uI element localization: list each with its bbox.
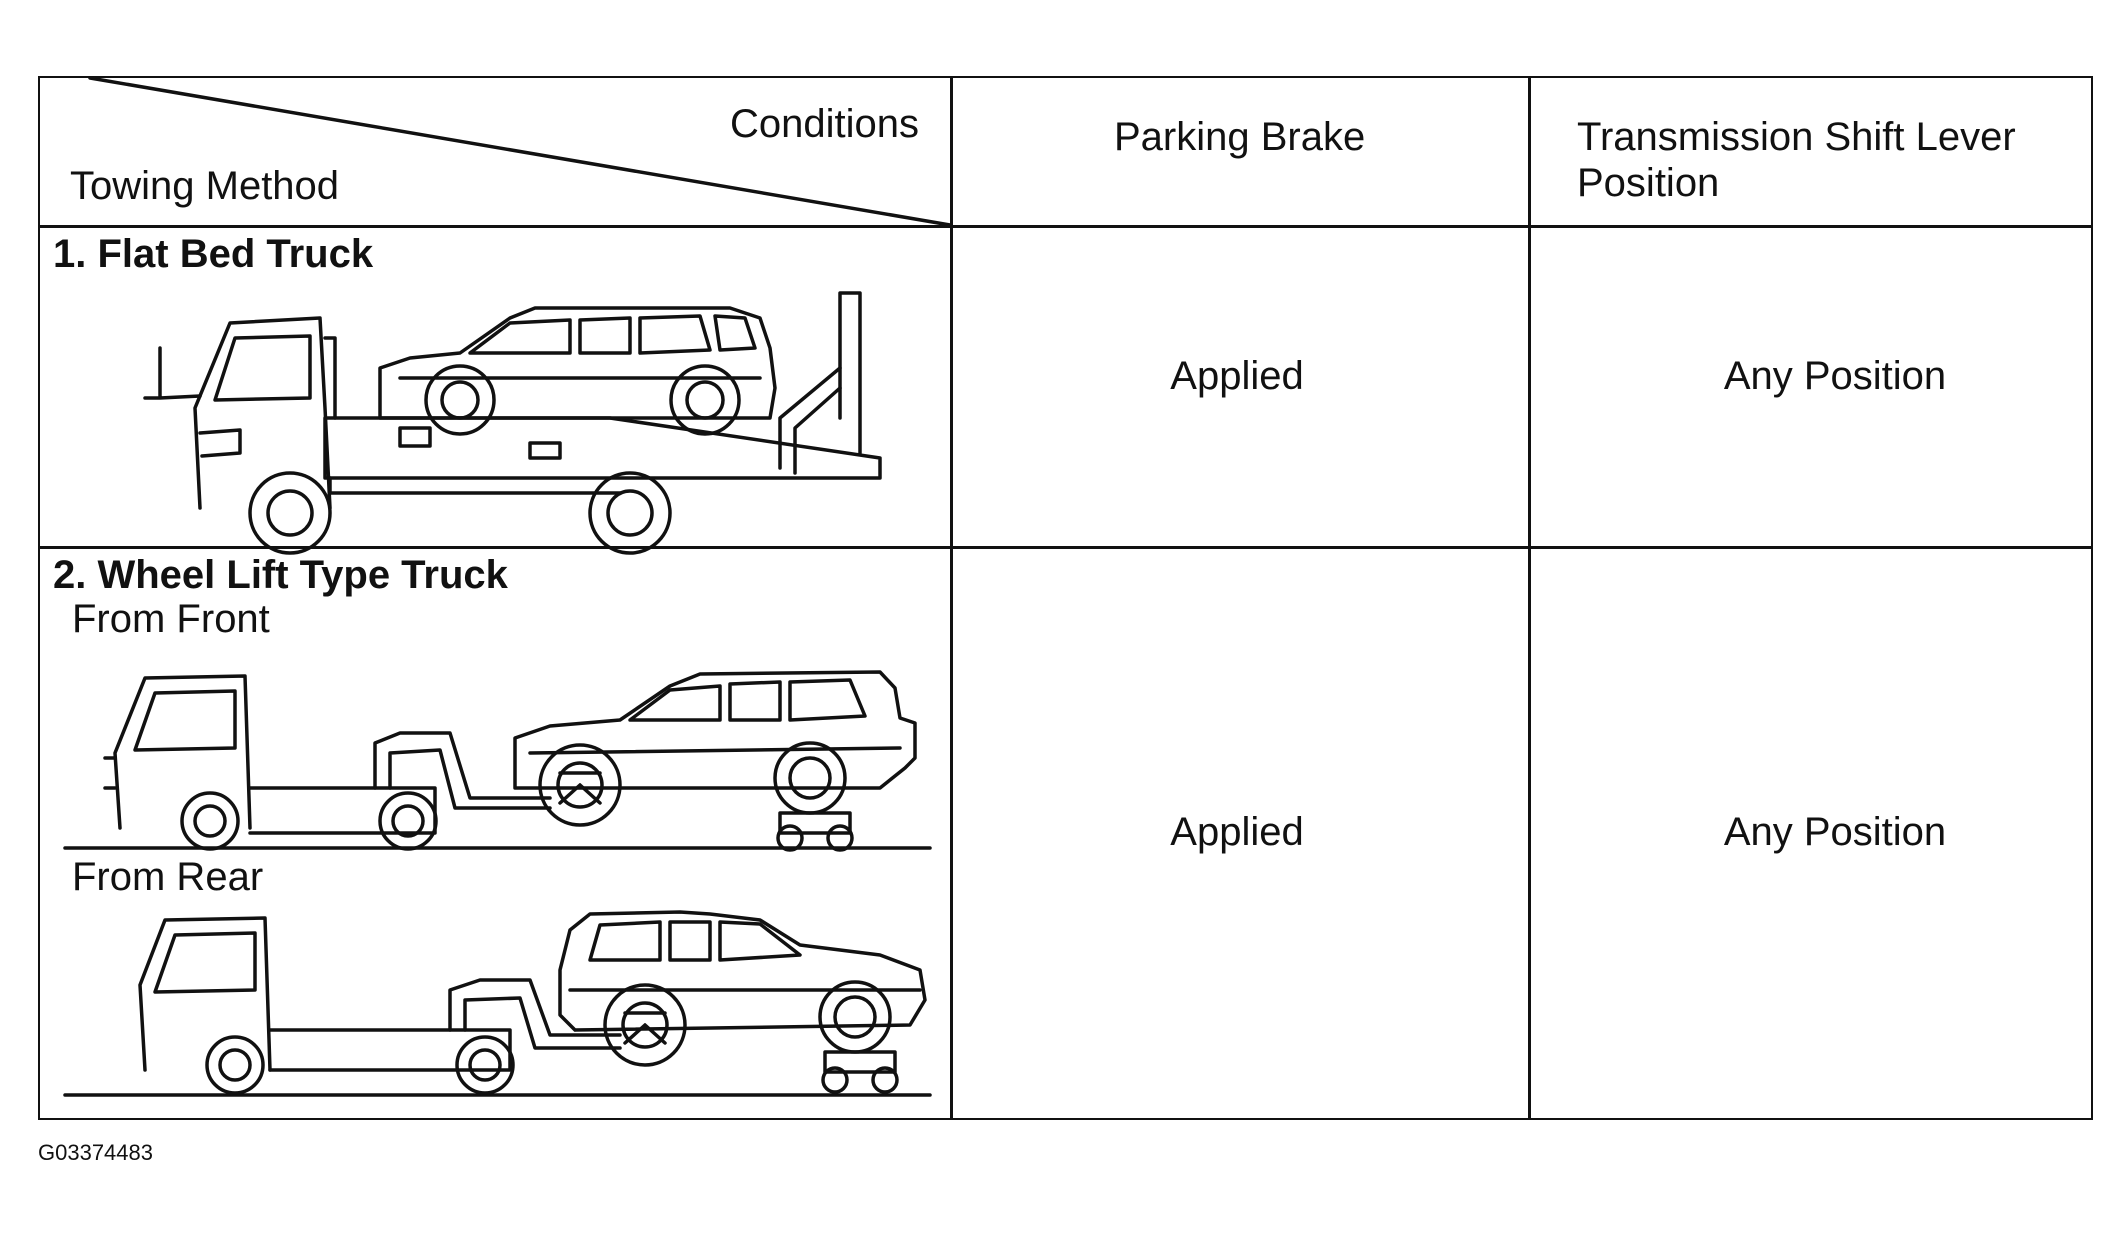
- header-parking-brake: Parking Brake: [1114, 115, 1366, 159]
- wheel-lift-rear-illustration: [63, 910, 932, 1097]
- row2-title: 2. Wheel Lift Type Truck: [53, 553, 508, 597]
- row1-transmission: Any Position: [1723, 354, 1947, 398]
- row2-transmission: Any Position: [1723, 810, 1947, 854]
- row1-title: 1. Flat Bed Truck: [53, 232, 374, 276]
- header-towing-method: Towing Method: [70, 164, 340, 208]
- header-transmission-line1: Transmission Shift Lever: [1577, 115, 2016, 159]
- column-divider-1: [950, 78, 953, 1118]
- row2-parking-brake: Applied: [1170, 810, 1304, 854]
- figure-code: G03374483: [38, 1140, 153, 1165]
- header-divider: [40, 225, 2091, 228]
- header-transmission-line2: Position: [1577, 161, 1720, 205]
- row1-parking-brake: Applied: [1170, 354, 1304, 398]
- towing-table: Conditions Towing Method Parking Brake T…: [38, 76, 2093, 1120]
- row2-subtitle-front: From Front: [72, 597, 270, 641]
- header-diagonal-line: [88, 76, 952, 227]
- header-conditions: Conditions: [730, 102, 920, 146]
- wheel-lift-front-illustration: [63, 670, 932, 852]
- flat-bed-truck-illustration: [143, 291, 882, 555]
- column-divider-2: [1528, 78, 1531, 1118]
- row2-subtitle-rear: From Rear: [72, 855, 264, 899]
- row-divider: [40, 546, 2091, 549]
